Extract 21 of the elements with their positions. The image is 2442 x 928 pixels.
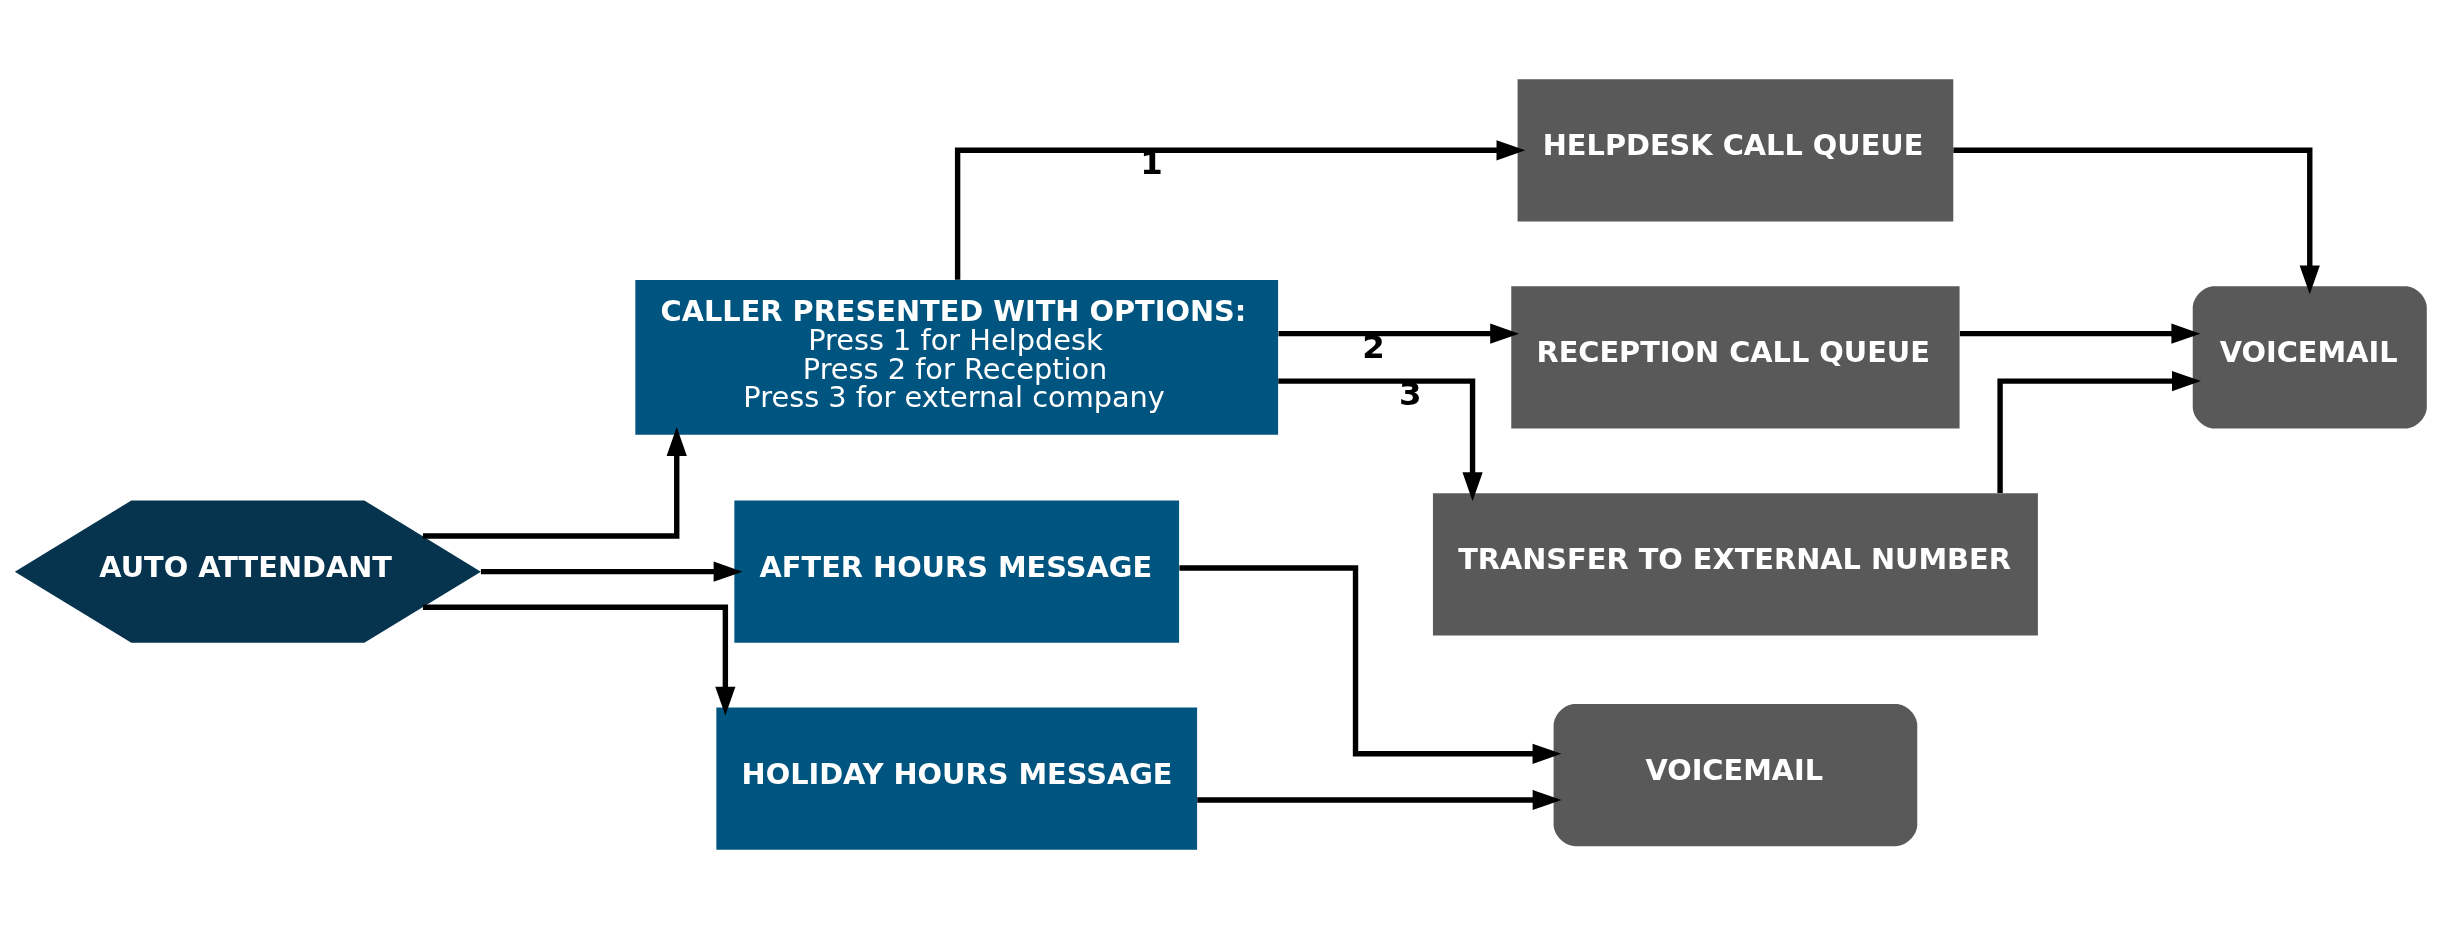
arrow: [422, 604, 736, 716]
node-box: RECEPTION CALL QUEUE: [1511, 285, 1960, 428]
node-box: HELPDESK CALL QUEUE: [1517, 78, 1954, 221]
node-box: VOICEMAIL: [1553, 703, 1918, 846]
arrow: [480, 561, 743, 582]
arrow: [954, 139, 1526, 280]
arrow: [1953, 147, 2320, 294]
node-box: HOLIDAY HOURS MESSAGE: [716, 707, 1198, 850]
arrow: [1959, 323, 2201, 344]
arrow: [1197, 789, 1562, 810]
edge-label: 3: [1398, 374, 1422, 413]
arrow: [1278, 377, 1483, 501]
edge-label: 2: [1362, 327, 1385, 366]
arrow: [1278, 323, 1520, 344]
node-box: VOICEMAIL: [2192, 285, 2427, 428]
arrow: [1179, 564, 1562, 764]
arrow: [1997, 370, 2201, 493]
arrow: [422, 426, 687, 539]
node-box: AFTER HOURS MESSAGE: [734, 500, 1180, 643]
node-box: TRANSFER TO EXTERNAL NUMBER: [1432, 492, 2038, 636]
node-box: CALLER PRESENTED WITH OPTIONS: Press 1 for Helpdesk Press 2 for Reception Press 3 for external company: [635, 279, 1279, 435]
